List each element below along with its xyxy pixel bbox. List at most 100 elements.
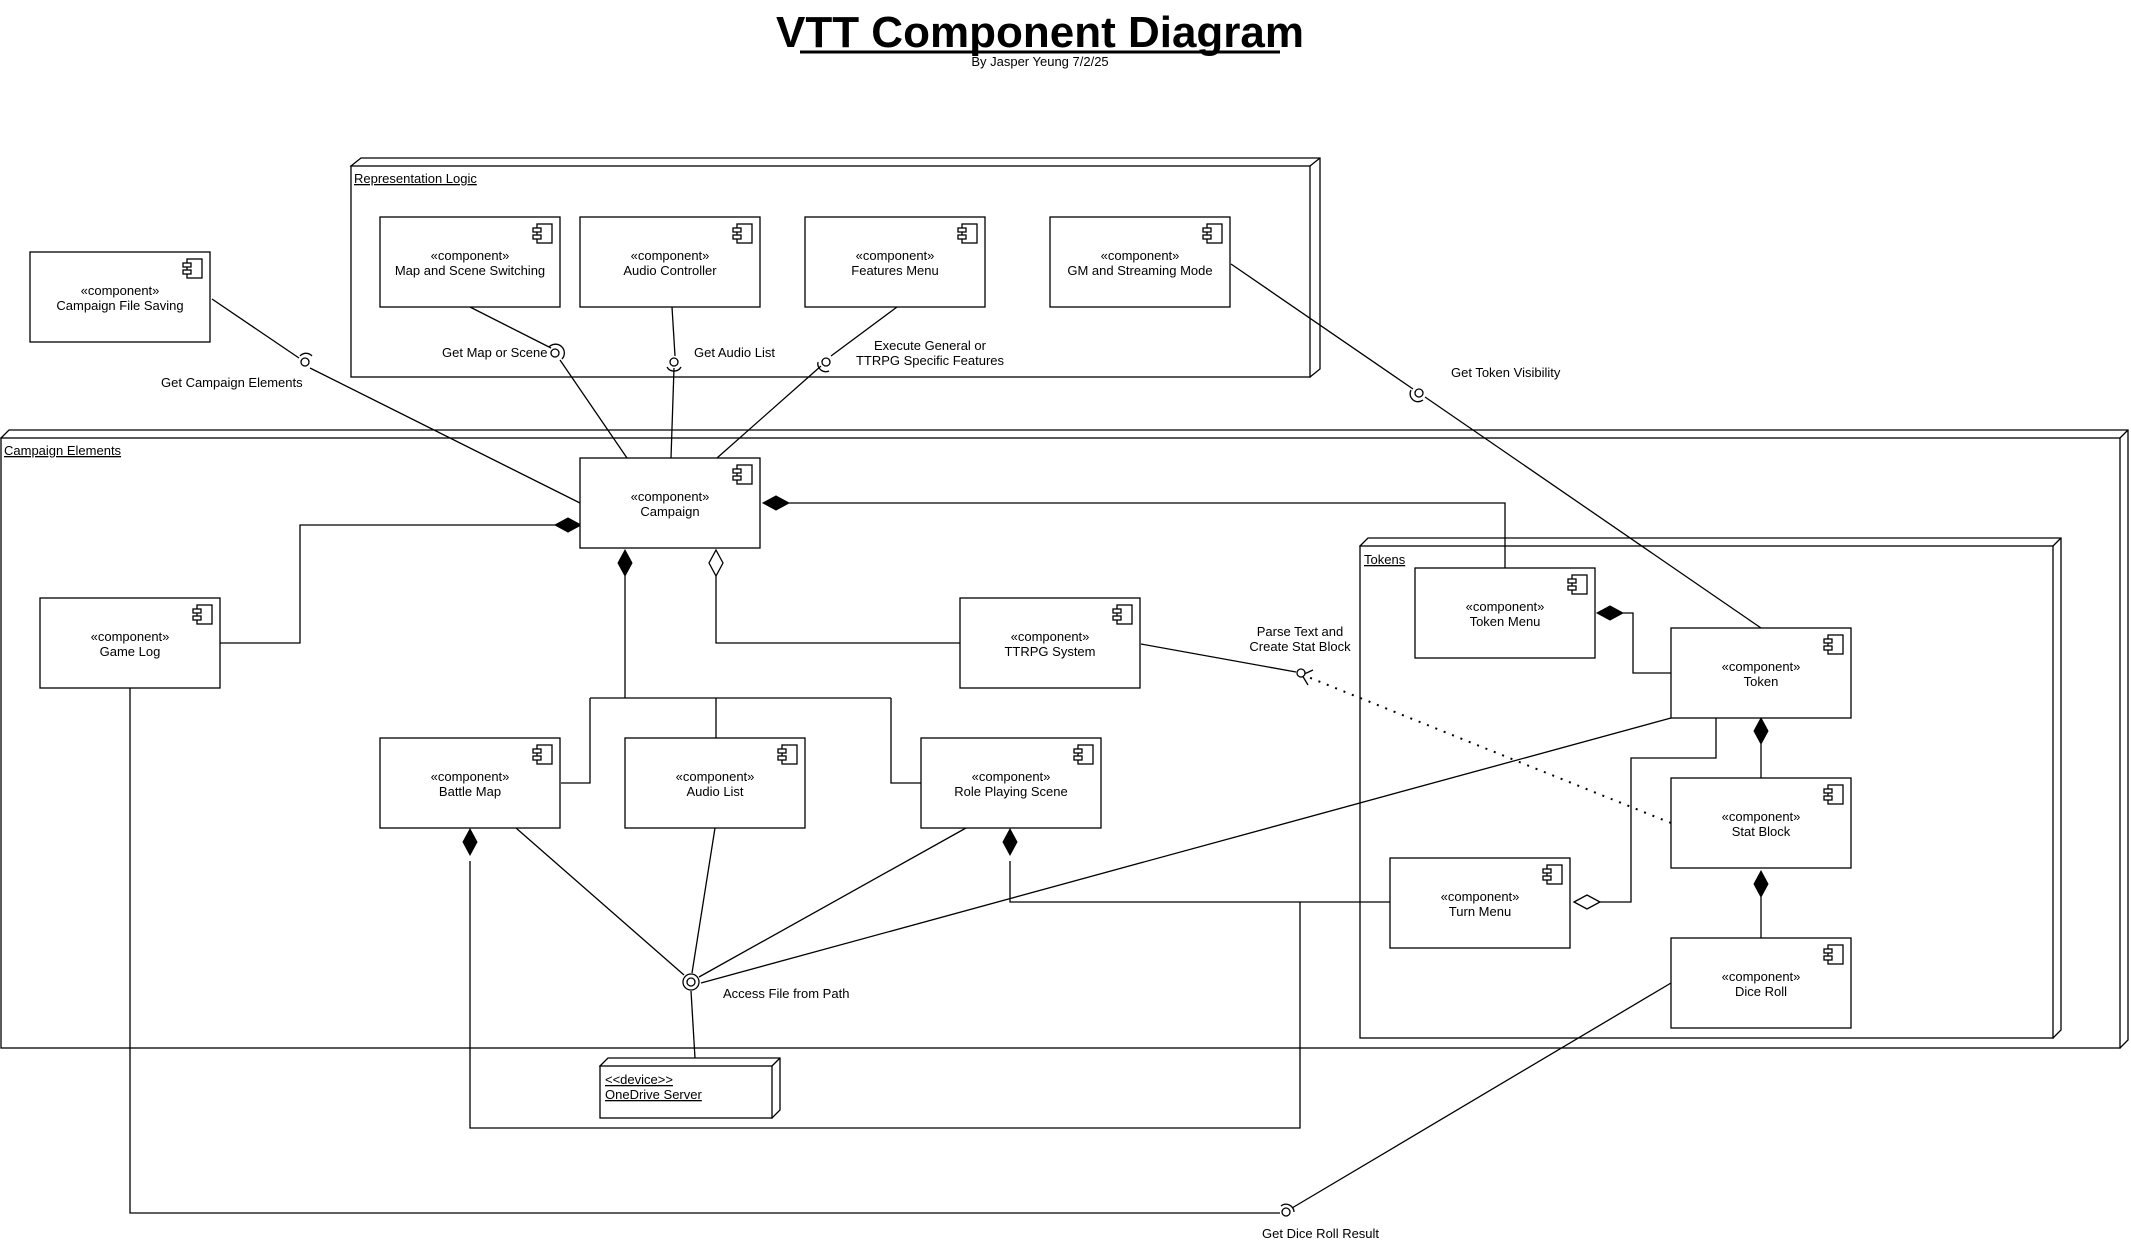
svg-text:Map and Scene Switching: Map and Scene Switching (395, 263, 545, 278)
label-get-dice-roll: Get Dice Roll Result (1262, 1226, 1379, 1241)
component-icon (532, 744, 553, 765)
svg-text:GM and Streaming Mode: GM and Streaming Mode (1067, 263, 1212, 278)
composition-diamond (617, 548, 633, 578)
svg-text:«component»: «component» (972, 769, 1051, 784)
svg-text:«component»: «component» (81, 283, 160, 298)
component-icon (192, 604, 213, 625)
composition-diamond (462, 827, 478, 857)
component-icon (182, 258, 203, 279)
interface-parse-text (1296, 668, 1306, 678)
component-game-log: «component» Game Log (39, 597, 221, 689)
composition-diamond (1002, 827, 1018, 857)
svg-text:«component»: «component» (631, 248, 710, 263)
component-icon (957, 223, 978, 244)
device-name: OneDrive Server (605, 1087, 702, 1102)
connectors (129, 263, 1762, 1214)
component-icon (1823, 784, 1844, 805)
component-turn-menu: «component» Turn Menu (1389, 857, 1571, 949)
composition-diamond (1595, 605, 1625, 621)
component-campaign: «component» Campaign (579, 457, 761, 549)
association-markers (462, 495, 1769, 910)
interface-get-token-visibility (1409, 388, 1424, 403)
component-icon (1823, 634, 1844, 655)
svg-text:Stat Block: Stat Block (1732, 824, 1791, 839)
interface-execute-features (817, 357, 831, 373)
label-parse-text-2: Create Stat Block (1249, 639, 1351, 654)
svg-text:Role Playing Scene: Role Playing Scene (954, 784, 1067, 799)
component-icon (1112, 604, 1133, 625)
label-get-campaign-elements: Get Campaign Elements (161, 375, 303, 390)
svg-text:Battle Map: Battle Map (439, 784, 501, 799)
package-representation-logic-label: Representation Logic (354, 171, 477, 186)
svg-text:«component»: «component» (1722, 809, 1801, 824)
component-icon (732, 464, 753, 485)
component-role-playing-scene: «component» Role Playing Scene (920, 737, 1102, 829)
device-stereotype: <<device>> (605, 1072, 673, 1087)
component-ttrpg-system: «component» TTRPG System (959, 597, 1141, 689)
component-stat-block: «component» Stat Block (1670, 777, 1852, 869)
label-execute-features-2: TTRPG Specific Features (856, 353, 1005, 368)
label-get-token-visibility: Get Token Visibility (1451, 365, 1561, 380)
composition-diamond (761, 495, 791, 511)
component-audio-list: «component» Audio List (624, 737, 806, 829)
label-get-audio-list: Get Audio List (694, 345, 775, 360)
svg-text:«component»: «component» (431, 769, 510, 784)
package-campaign-elements-label: Campaign Elements (4, 443, 122, 458)
svg-text:«component»: «component» (1011, 629, 1090, 644)
svg-text:«component»: «component» (631, 489, 710, 504)
component-icon (1823, 944, 1844, 965)
device-onedrive-server: <<device>> OneDrive Server (598, 1057, 781, 1119)
component-icon (732, 223, 753, 244)
svg-text:«component»: «component» (1101, 248, 1180, 263)
component-icon (1567, 574, 1588, 595)
component-gm-streaming-mode: «component» GM and Streaming Mode (1049, 216, 1231, 308)
svg-text:Dice Roll: Dice Roll (1735, 984, 1787, 999)
svg-text:«component»: «component» (1722, 969, 1801, 984)
interface-access-file (682, 973, 700, 991)
aggregation-diamond (1572, 894, 1602, 910)
composition-diamond (1753, 869, 1769, 899)
component-battle-map: «component» Battle Map (379, 737, 561, 829)
interface-labels: Get Map or Scene Get Audio List Execute … (161, 338, 1561, 1241)
component-audio-controller: «component» Audio Controller (579, 216, 761, 308)
interface-get-audio-list (666, 357, 682, 372)
interface-get-map-or-scene (548, 343, 565, 360)
component-features-menu: «component» Features Menu (804, 216, 986, 308)
svg-text:«component»: «component» (91, 629, 170, 644)
label-access-file: Access File from Path (723, 986, 849, 1001)
svg-text:Audio Controller: Audio Controller (623, 263, 717, 278)
svg-text:Token Menu: Token Menu (1470, 614, 1541, 629)
component-token: «component» Token (1670, 627, 1852, 719)
component-icon (777, 744, 798, 765)
svg-text:«component»: «component» (1722, 659, 1801, 674)
interface-symbols (299, 343, 1424, 1217)
component-map-scene-switching: «component» Map and Scene Switching (379, 216, 561, 308)
svg-text:«component»: «component» (676, 769, 755, 784)
component-dice-roll: «component» Dice Roll (1670, 937, 1852, 1029)
package-tokens-label: Tokens (1364, 552, 1406, 567)
svg-text:Game Log: Game Log (100, 644, 161, 659)
label-execute-features-1: Execute General or (874, 338, 987, 353)
svg-text:«component»: «component» (856, 248, 935, 263)
component-campaign-file-saving: «component» Campaign File Saving (29, 251, 211, 343)
aggregation-diamond (708, 548, 724, 578)
svg-text:Campaign: Campaign (640, 504, 699, 519)
svg-text:«component»: «component» (1441, 889, 1520, 904)
composition-diamond (1753, 716, 1769, 746)
interface-get-campaign-elements (299, 352, 313, 367)
svg-text:«component»: «component» (1466, 599, 1545, 614)
component-token-menu: «component» Token Menu (1414, 567, 1596, 659)
diagram-title: VTT Component Diagram (776, 8, 1304, 57)
interface-get-dice-roll (1280, 1203, 1295, 1217)
component-icon (1202, 223, 1223, 244)
component-icon (1542, 864, 1563, 885)
label-get-map-or-scene: Get Map or Scene (442, 345, 548, 360)
component-icon (1073, 744, 1094, 765)
component-icon (532, 223, 553, 244)
label-parse-text-1: Parse Text and (1257, 624, 1343, 639)
svg-text:Features Menu: Features Menu (851, 263, 938, 278)
svg-text:Audio List: Audio List (686, 784, 743, 799)
svg-text:Campaign File Saving: Campaign File Saving (56, 298, 183, 313)
svg-text:Turn Menu: Turn Menu (1449, 904, 1511, 919)
